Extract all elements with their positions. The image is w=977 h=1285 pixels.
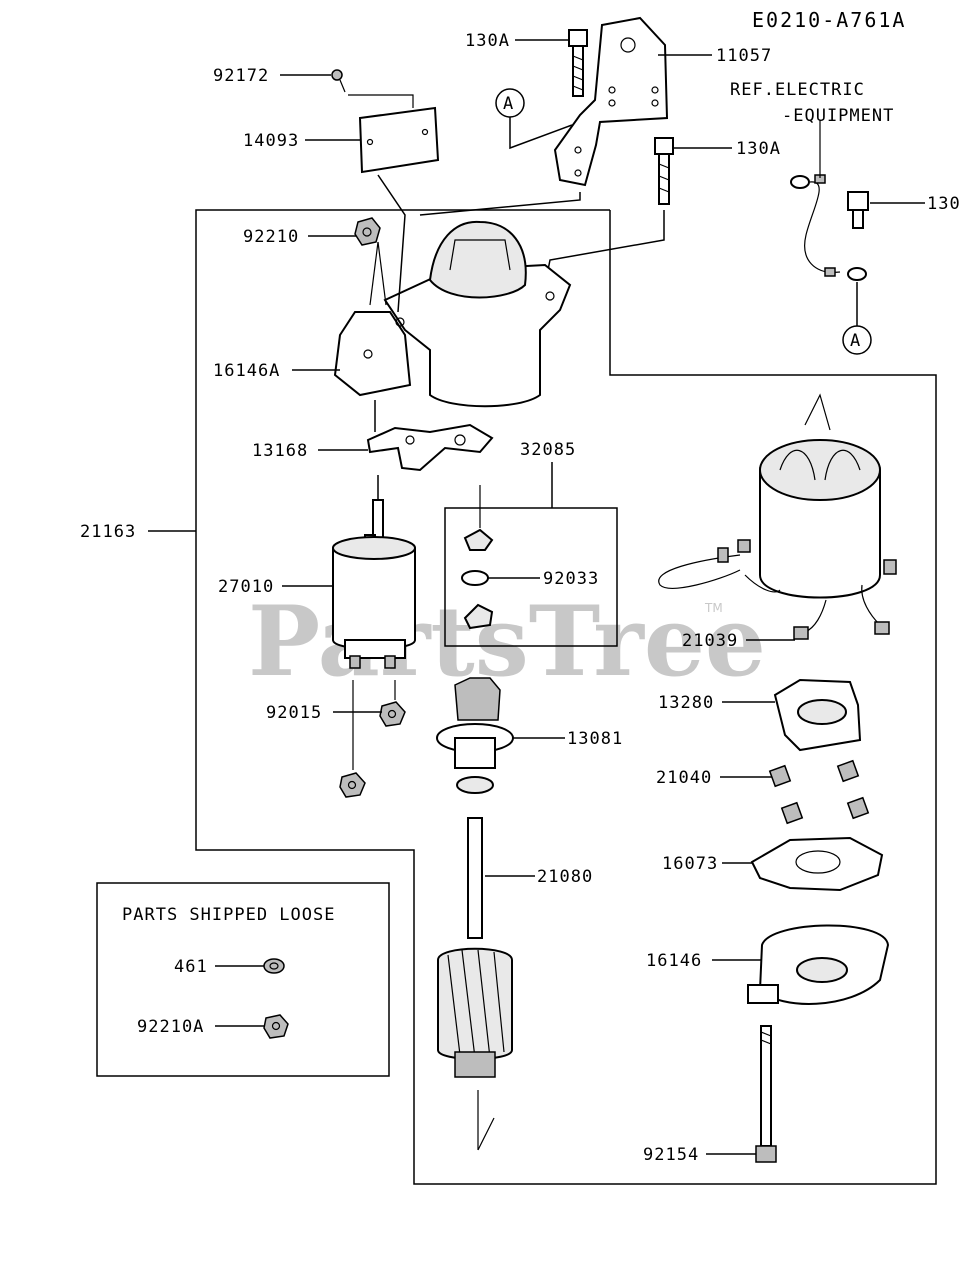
nut-92210A-icon — [263, 1014, 289, 1039]
label-13168[interactable]: 13168 — [252, 441, 308, 461]
solenoid-27010-icon — [332, 499, 416, 669]
callout-a-top: A — [495, 88, 573, 150]
nut-92015-icon — [339, 680, 406, 798]
bracket-11057-icon — [553, 16, 669, 187]
label-92210A[interactable]: 92210A — [137, 1017, 204, 1037]
svg-text:A: A — [850, 331, 861, 351]
assembly-outline — [195, 209, 937, 1185]
through-bolt-92154-icon — [755, 1025, 777, 1163]
guide-130A-mid — [544, 210, 665, 286]
label-13280[interactable]: 13280 — [658, 693, 714, 713]
label-32085[interactable]: 32085 — [520, 440, 576, 460]
label-14093[interactable]: 14093 — [243, 131, 299, 151]
watermark-tm: TM — [704, 601, 723, 615]
label-13081[interactable]: 13081 — [567, 729, 623, 749]
armature-21080-icon — [437, 817, 513, 1151]
label-16146A[interactable]: 16146A — [213, 361, 280, 381]
stopper-32085-icon — [463, 603, 494, 630]
box-32085 — [444, 507, 618, 647]
label-130A-mid[interactable]: 130A — [736, 139, 781, 159]
bolt-130A-top-icon — [568, 29, 588, 97]
label-130A-top[interactable]: 130A — [465, 31, 510, 51]
label-461[interactable]: 461 — [174, 957, 208, 977]
diagram-id: E0210-A761A — [752, 8, 906, 32]
label-21163[interactable]: 21163 — [80, 522, 136, 542]
brush-holder-13280-icon — [773, 678, 862, 752]
guide-130A-top — [419, 192, 581, 216]
label-27010[interactable]: 27010 — [218, 577, 274, 597]
plate-16073-icon — [750, 836, 884, 892]
loose-parts-box — [96, 882, 390, 1077]
end-cover-16146-icon — [747, 924, 890, 1005]
svg-text:A: A — [503, 94, 514, 114]
yoke-21039-icon — [658, 393, 897, 640]
label-16073[interactable]: 16073 — [662, 854, 718, 874]
label-11057[interactable]: 11057 — [716, 46, 772, 66]
nut-92210-icon — [354, 217, 381, 246]
washer-461-icon — [263, 958, 285, 974]
callout-a-right: A — [842, 282, 872, 355]
springs-21040-icon — [768, 759, 870, 825]
guide-14093 — [377, 174, 406, 313]
label-92033[interactable]: 92033 — [543, 569, 599, 589]
wire-harness-130-icon — [790, 120, 869, 281]
loose-box-title: PARTS SHIPPED LOOSE — [122, 905, 335, 925]
pinion-13081-icon — [436, 677, 514, 794]
label-130[interactable]: 130 — [927, 194, 961, 214]
label-92172[interactable]: 92172 — [213, 66, 269, 86]
label-92154[interactable]: 92154 — [643, 1145, 699, 1165]
label-21040[interactable]: 21040 — [656, 768, 712, 788]
ref-note-line1: REF.ELECTRIC — [730, 80, 865, 100]
ref-note-line2: -EQUIPMENT — [782, 106, 894, 126]
bolt-130A-mid-icon — [654, 137, 674, 205]
screw-92172-icon — [331, 69, 346, 93]
collar-32085-icon — [463, 485, 494, 551]
lever-13168-icon — [366, 423, 494, 472]
label-21080[interactable]: 21080 — [537, 867, 593, 887]
label-92210[interactable]: 92210 — [243, 227, 299, 247]
label-21039[interactable]: 21039 — [682, 631, 738, 651]
label-16146[interactable]: 16146 — [646, 951, 702, 971]
ring-92033-icon — [461, 570, 489, 586]
label-92015[interactable]: 92015 — [266, 703, 322, 723]
plate-14093-icon — [348, 94, 440, 174]
housing-16146A-icon — [333, 220, 572, 408]
